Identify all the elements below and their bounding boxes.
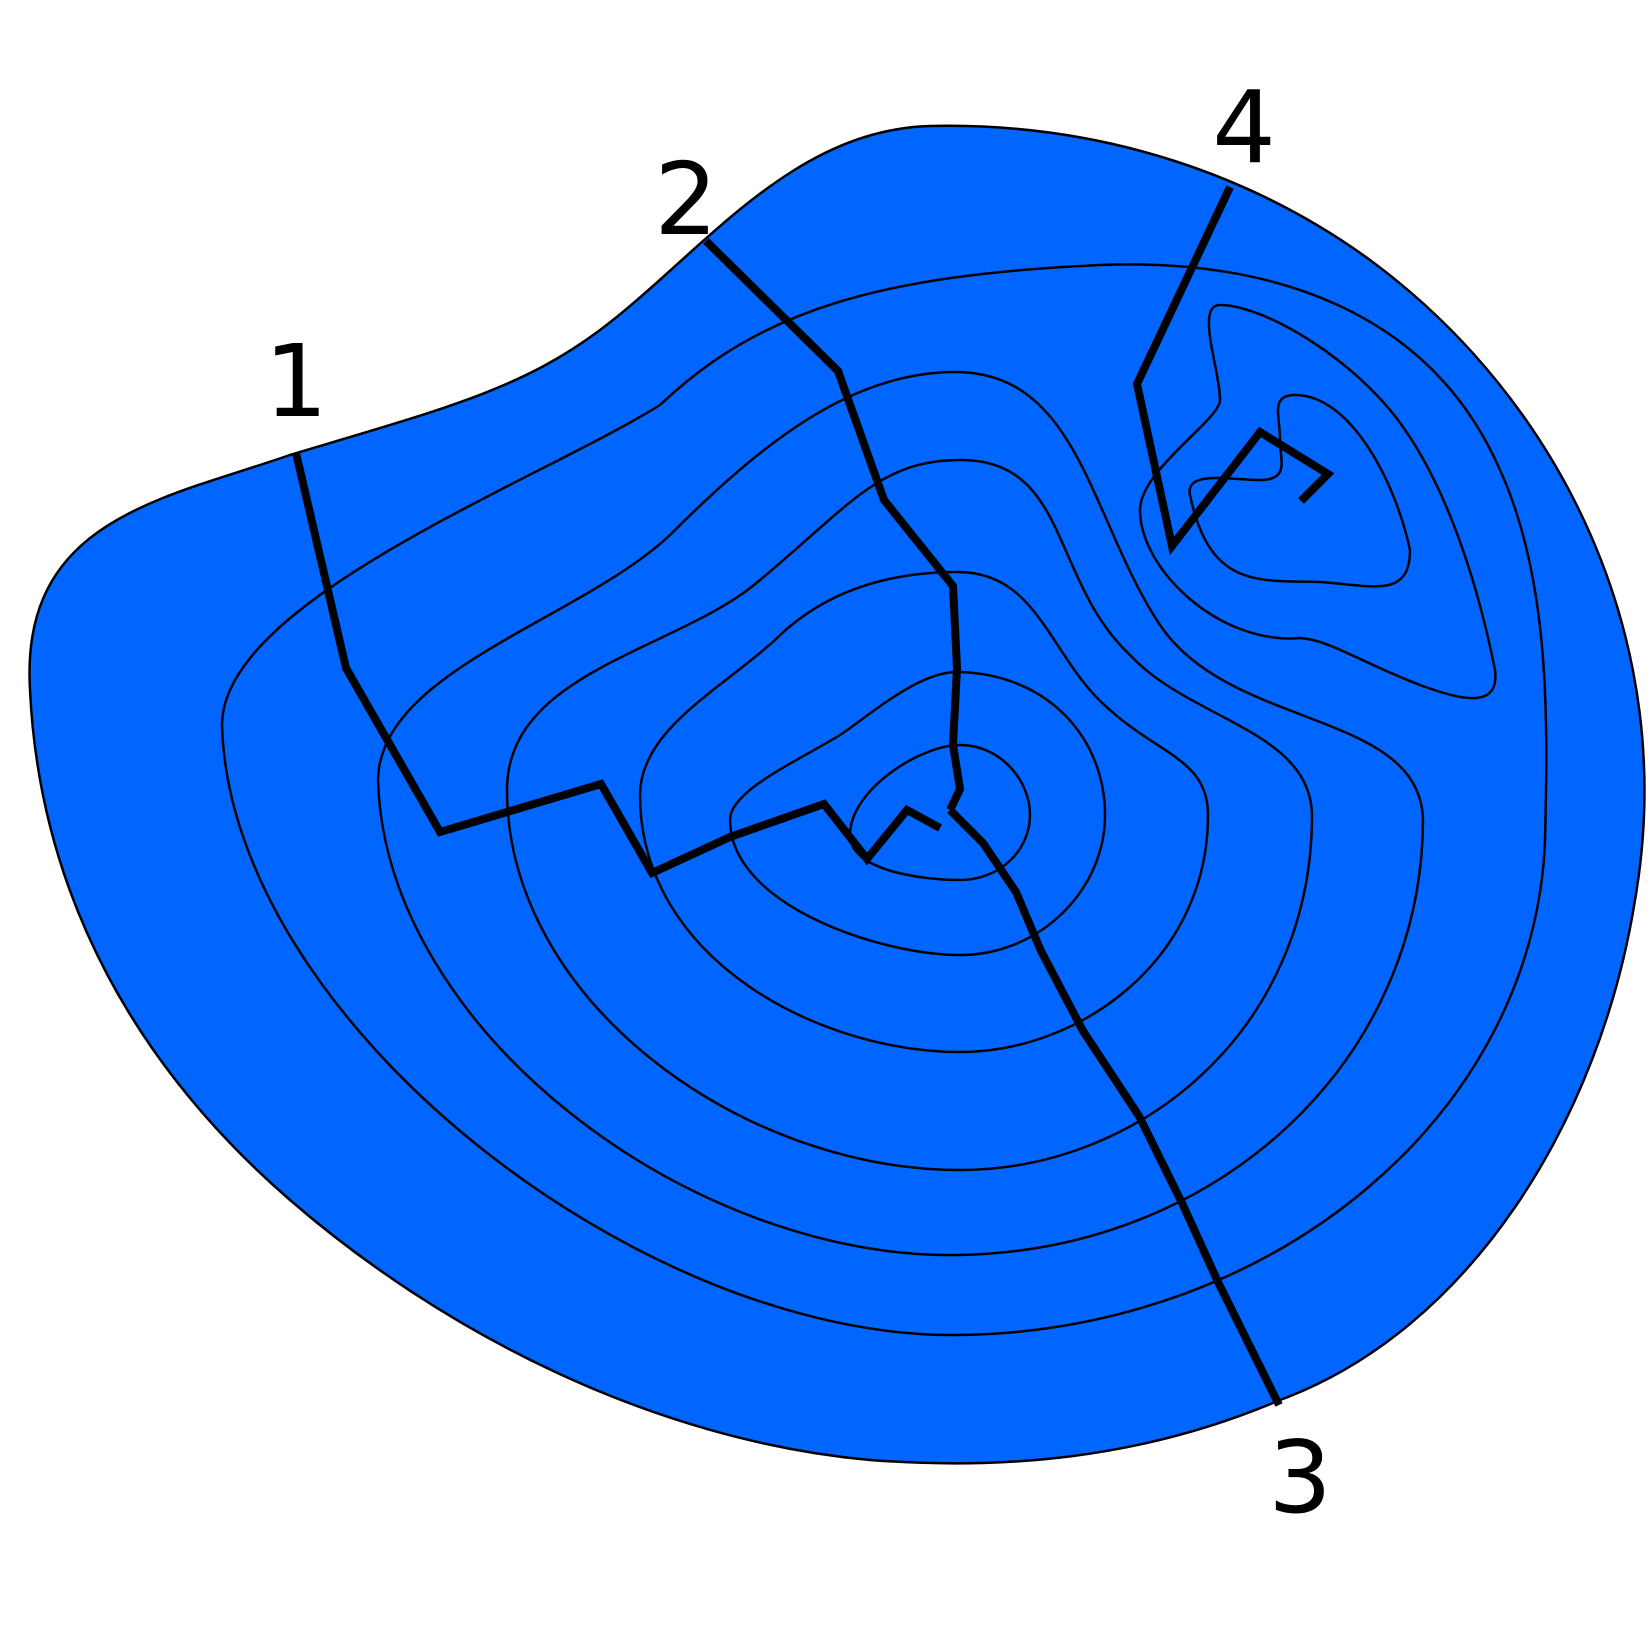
route-4-label: 4: [1212, 69, 1276, 186]
contour-line-2: [376, 370, 1425, 1257]
route-1-path: [292, 452, 942, 879]
contour-line-6: [848, 743, 1032, 882]
contour-line-7: [1138, 303, 1497, 700]
route-4-path: [1132, 185, 1335, 556]
route-1-label: 1: [264, 323, 328, 440]
route-3-path: [947, 807, 1283, 1407]
route-2-label: 2: [654, 141, 718, 258]
contour-line-8: [1188, 393, 1412, 588]
route-3-label: 3: [1268, 1419, 1332, 1536]
contour-line-5: [728, 670, 1107, 957]
routes: [292, 185, 1335, 1407]
contour-line-4: [638, 570, 1210, 1054]
contour-lines: [220, 263, 1548, 1337]
route-2-path: [703, 238, 965, 812]
route-labels: 1 2 3 4: [264, 69, 1332, 1536]
contour-line-3: [505, 458, 1314, 1172]
contour-line-1: [220, 263, 1548, 1337]
